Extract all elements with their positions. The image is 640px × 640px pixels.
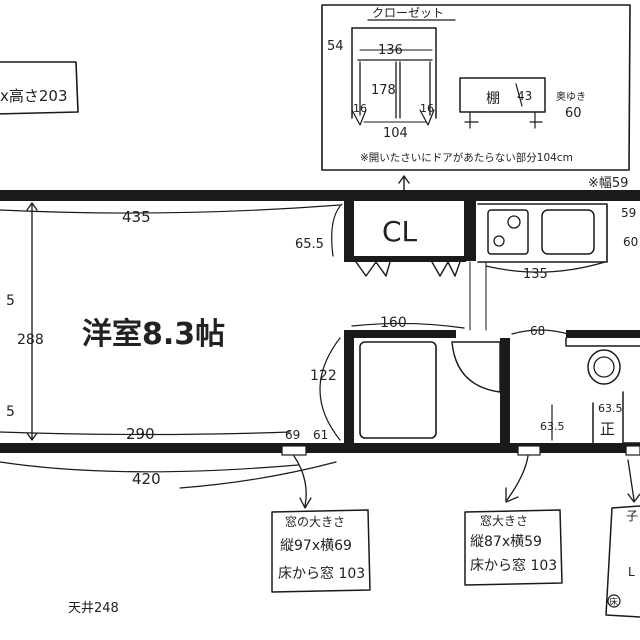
window2-from-floor: 床から窓 103 [470, 557, 557, 574]
closet-depth-left: 54 [327, 39, 344, 54]
window2-size: 縦87x横59 [470, 534, 542, 550]
dim-window-61: 61 [313, 428, 328, 442]
height-note: x高さ203 [0, 87, 68, 105]
shelf-label: 棚 [486, 91, 500, 107]
dim-bath-width: 160 [380, 315, 407, 331]
dim-wall-top: 435 [122, 208, 151, 226]
dim-room-height: 288 [17, 332, 44, 348]
shelf-depth-value: 60 [565, 106, 582, 121]
window3-line2: L [628, 565, 635, 579]
dim-kitchen-60: 60 [623, 235, 638, 249]
dim-bath-height: 122 [310, 368, 337, 384]
closet-leg-right: 16 [420, 102, 434, 115]
bathtub [359, 341, 437, 439]
shelf-depth-label: 奥ゆき [556, 90, 586, 103]
window1-title: 窓の大きさ [285, 514, 345, 529]
dim-wall-bottom: 290 [126, 425, 155, 443]
room-name: 洋室8.3帖 [82, 317, 225, 352]
window-info-1: 窓の大きさ 縦97x横69 床から窓 103 [271, 455, 371, 593]
closet-height: 178 [371, 83, 396, 98]
closet-inner-width: 104 [383, 126, 408, 141]
dim-left-partial-bottom: 5 [6, 404, 15, 420]
closet-width: 136 [378, 43, 403, 58]
walls [0, 190, 640, 453]
dimension-lines [0, 202, 606, 489]
window1-size: 縦97x横69 [280, 538, 352, 554]
window-info-3: 子 L 床 [605, 459, 640, 618]
height-note-box: x高さ203 [0, 61, 79, 115]
dim-toilet-68: 68 [530, 324, 545, 338]
wash-dim-a: 63.5 [598, 402, 623, 415]
window-info-2: 窓大きさ 縦87x横59 床から窓 103 [464, 455, 563, 586]
ceiling-height: 天井248 [68, 601, 119, 616]
window-marker-1 [281, 445, 307, 456]
dim-kitchen-width: 135 [523, 267, 548, 282]
closet-note: ※開いたさいにドアがあたらない部分104cm [360, 151, 573, 164]
closet-title: クローゼット [372, 6, 444, 20]
shelf-height: 43 [517, 89, 532, 103]
dim-window-69: 69 [285, 428, 300, 442]
dim-kitchen-59: 59 [621, 206, 636, 220]
closet-leg-left: 16 [353, 102, 367, 115]
dim-wash-63-5: 63.5 [540, 420, 565, 433]
window-marker-2 [517, 445, 541, 456]
window2-title: 窓大きさ [480, 513, 528, 528]
kitchen [469, 203, 608, 331]
toilet: 正 63.5 [565, 337, 640, 444]
dim-total-bottom: 420 [132, 470, 161, 488]
window3-line3: 床 [609, 596, 618, 608]
toilet-mark: 正 [600, 420, 615, 438]
dim-cl-depth: 65.5 [295, 237, 324, 252]
bath-door [451, 341, 501, 393]
right-edge-note: ※幅59 [588, 176, 628, 191]
closet-label: CL [382, 215, 418, 248]
window-marker-3 [625, 445, 640, 456]
dim-left-partial-top: 5 [6, 293, 15, 309]
window3-title: 子 [626, 509, 638, 523]
window1-from-floor: 床から窓 103 [278, 565, 365, 582]
closet-detail-box: クローゼット 54 136 178 16 16 104 棚 43 奥ゆき 60 … [321, 4, 631, 171]
